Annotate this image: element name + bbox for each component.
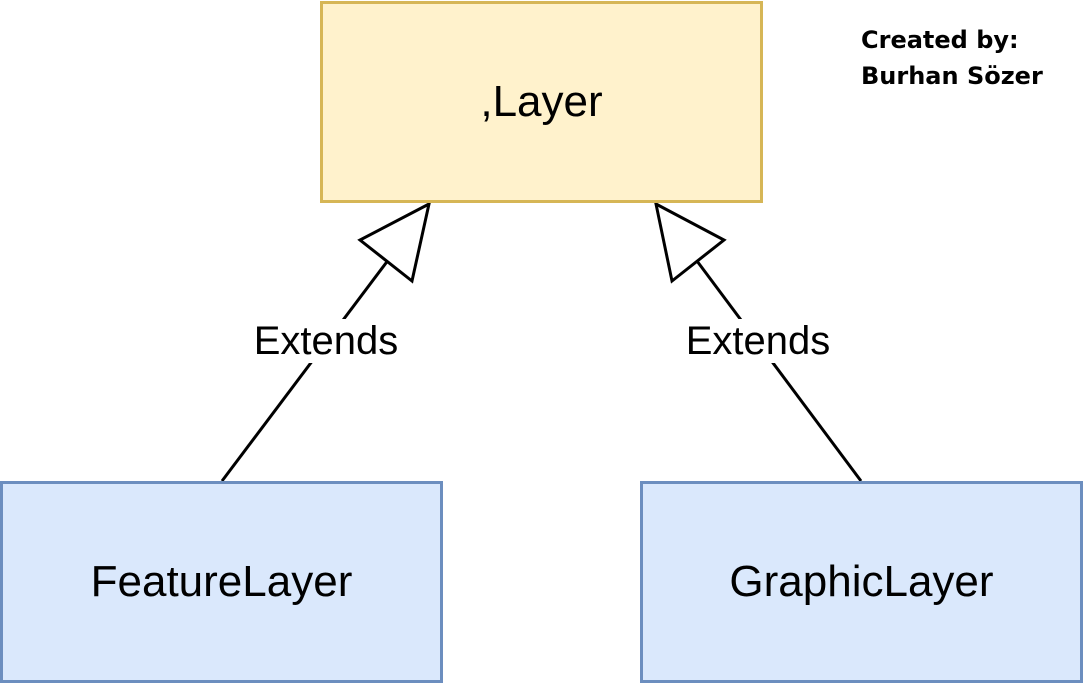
credit-note: Created by: Burhan Sözer: [861, 22, 1043, 94]
node-layer-label: ,Layer: [480, 77, 603, 126]
inheritance-arrowhead-left-icon: [357, 201, 432, 284]
credit-line-1: Created by:: [861, 26, 1019, 54]
edge-label-right: Extends: [681, 319, 835, 363]
edge-graphic-to-layer: [695, 260, 863, 482]
node-layer[interactable]: ,Layer: [320, 1, 763, 203]
node-graphic-layer[interactable]: GraphicLayer: [640, 481, 1083, 683]
credit-line-2: Burhan Sözer: [861, 62, 1043, 90]
inheritance-arrowhead-right-icon: [653, 201, 727, 284]
edge-feature-to-layer: [220, 258, 391, 482]
node-feature-layer[interactable]: FeatureLayer: [0, 481, 443, 683]
node-feature-layer-label: FeatureLayer: [90, 557, 353, 606]
node-graphic-layer-label: GraphicLayer: [729, 557, 994, 606]
edge-label-left: Extends: [249, 319, 403, 363]
